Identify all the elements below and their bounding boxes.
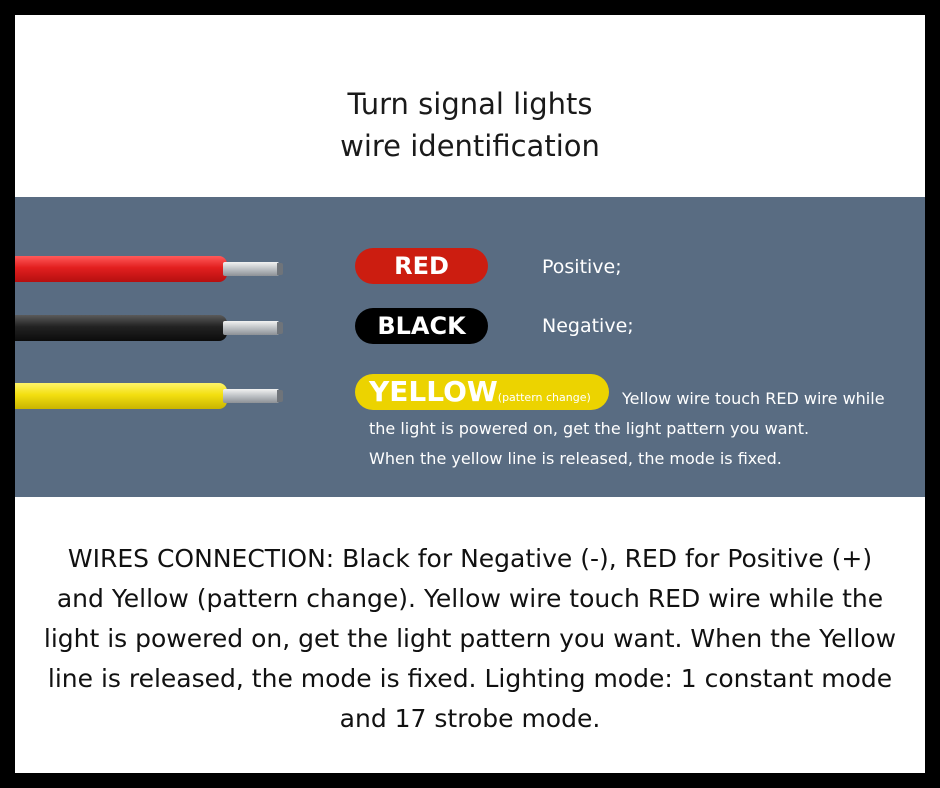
black-label-pill: BLACK: [355, 308, 488, 344]
info-card: Turn signal lights wire identification R…: [15, 15, 925, 773]
red-wire: [15, 256, 283, 282]
yellow-label-pill: YELLOW(pattern change): [355, 374, 609, 410]
yellow-description-line-3: When the yellow line is released, the mo…: [369, 449, 782, 468]
yellow-wire-tip: [277, 390, 283, 402]
red-label-pill: RED: [355, 248, 488, 284]
black-description: Negative;: [542, 315, 634, 337]
yellow-description-line-2: the light is powered on, get the light p…: [369, 419, 810, 438]
red-wire-insulation: [15, 256, 227, 282]
red-wire-conductor: [223, 262, 279, 276]
black-wire-tip: [277, 322, 283, 334]
yellow-wire: [15, 383, 283, 409]
title-line-2: wire identification: [340, 129, 600, 163]
red-wire-tip: [277, 263, 283, 275]
yellow-wire-insulation: [15, 383, 227, 409]
wire-diagram-panel: RED Positive; BLACK Negative; YELLOW(pat…: [15, 197, 925, 497]
connection-description: WIRES CONNECTION: Black for Negative (-)…: [43, 544, 897, 733]
page-title: Turn signal lights wire identification: [15, 83, 925, 167]
black-wire-insulation: [15, 315, 227, 341]
black-wire: [15, 315, 283, 341]
yellow-label-suffix: (pattern change): [497, 391, 591, 404]
yellow-label: YELLOW: [369, 375, 498, 408]
yellow-description-line-1: Yellow wire touch RED wire while: [622, 389, 885, 408]
yellow-wire-conductor: [223, 389, 279, 403]
red-description: Positive;: [542, 256, 622, 278]
black-wire-conductor: [223, 321, 279, 335]
title-line-1: Turn signal lights: [347, 87, 593, 121]
